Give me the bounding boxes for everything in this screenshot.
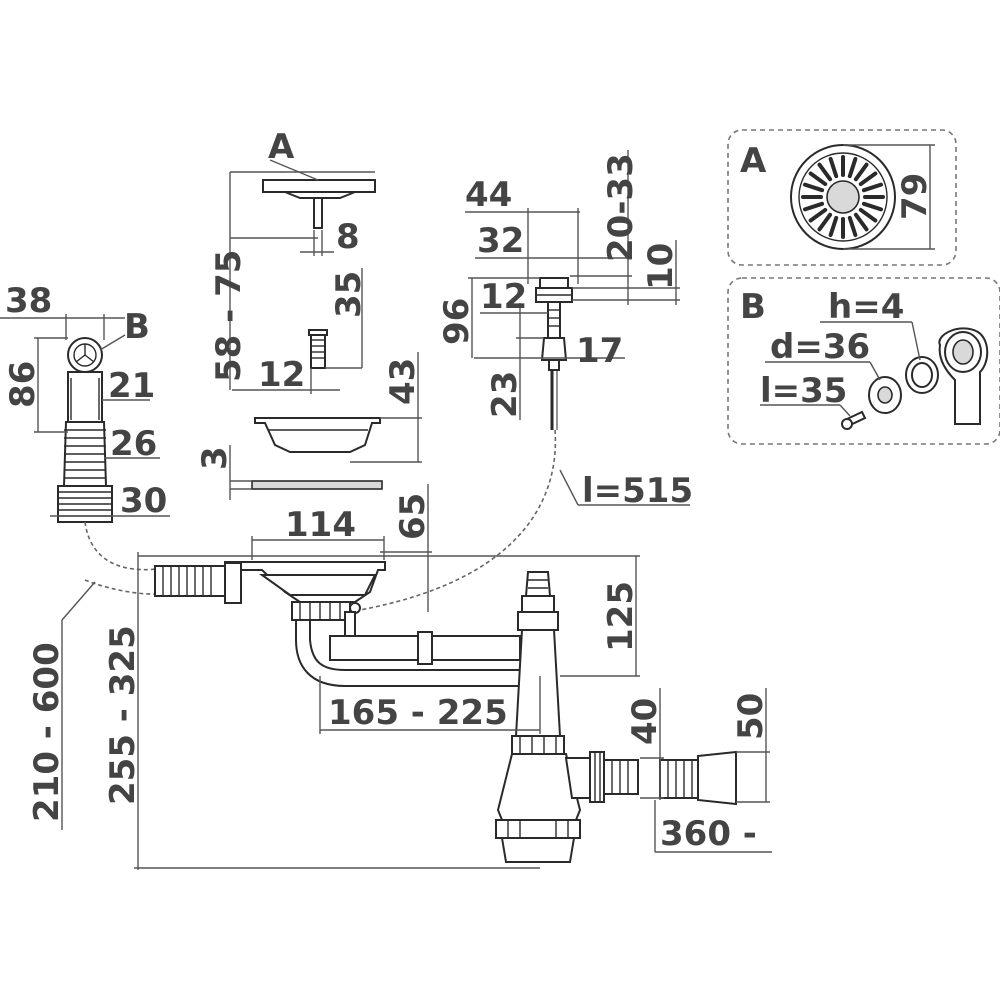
strainer-slot bbox=[802, 182, 825, 193]
dim-58-75-label: 58 - 75 bbox=[209, 250, 249, 382]
dim-50-label: 50 bbox=[731, 693, 771, 740]
dim-35-label: 35 bbox=[329, 271, 369, 318]
elbow-pipe bbox=[295, 619, 521, 687]
strainer-slot bbox=[808, 171, 828, 187]
strainer-slot bbox=[861, 182, 884, 193]
dim-32-label: 32 bbox=[477, 221, 524, 261]
strainer-slot bbox=[802, 201, 825, 212]
dim-8-label: 8 bbox=[336, 217, 360, 257]
label-b-leader bbox=[99, 334, 126, 351]
gasket bbox=[251, 480, 383, 490]
dim-20-33-label: 20-33 bbox=[601, 153, 641, 262]
overflow-hose bbox=[84, 521, 166, 571]
detail-b-l: l=35 bbox=[760, 371, 847, 411]
siphon-riser bbox=[511, 571, 565, 755]
strainer-slot bbox=[817, 212, 833, 232]
dim-44 bbox=[465, 208, 580, 284]
dim-17 bbox=[474, 338, 625, 420]
outlet-pipe bbox=[659, 750, 737, 806]
dim-38-label: 38 bbox=[5, 281, 52, 321]
dim-255-325 bbox=[134, 552, 540, 870]
detail-b-title: B bbox=[740, 287, 766, 327]
label-a: A bbox=[268, 127, 295, 167]
dim-12-screw-label: 12 bbox=[258, 355, 305, 395]
overflow-fitting bbox=[67, 337, 103, 423]
dim-50 bbox=[736, 688, 770, 803]
dim-165-225 bbox=[319, 676, 541, 734]
strainer-slot bbox=[828, 156, 839, 179]
dim-210-600-label: 210 - 600 bbox=[27, 642, 67, 822]
detail-a-dim-79: 79 bbox=[895, 173, 935, 220]
dim-17-label: 17 bbox=[576, 331, 623, 371]
dim-35 bbox=[325, 268, 363, 369]
strainer-slot bbox=[817, 162, 833, 182]
dim-10 bbox=[572, 240, 680, 305]
dim-3 bbox=[229, 445, 252, 500]
bottle-trap bbox=[495, 751, 639, 863]
strainer-slot bbox=[858, 207, 878, 223]
dim-12-screw bbox=[232, 368, 340, 394]
overflow-corrugated bbox=[57, 421, 113, 523]
dim-86 bbox=[34, 337, 68, 433]
dim-58-75 bbox=[229, 172, 318, 390]
screw bbox=[308, 329, 328, 369]
dim-40 bbox=[640, 688, 664, 800]
dim-125 bbox=[138, 555, 640, 677]
control-cable bbox=[359, 429, 557, 611]
strainer-slot bbox=[847, 156, 858, 179]
dim-43-label: 43 bbox=[383, 358, 423, 405]
label-b: B bbox=[124, 307, 150, 347]
strainer-slot bbox=[828, 215, 839, 238]
detail-b-d: d=36 bbox=[770, 327, 870, 367]
dim-210-600 bbox=[61, 581, 96, 830]
dim-40-label: 40 bbox=[625, 698, 665, 745]
dim-65 bbox=[380, 484, 432, 612]
detail-a-panel bbox=[727, 129, 957, 266]
dim-30-label: 30 bbox=[120, 481, 167, 521]
dim-10-label: 10 bbox=[641, 243, 681, 290]
dim-360 bbox=[654, 800, 772, 853]
dim-l515-label: l=515 bbox=[582, 471, 693, 511]
dim-96 bbox=[468, 277, 540, 358]
dim-20-33 bbox=[570, 150, 632, 305]
strainer-slot bbox=[858, 171, 878, 187]
overflow-hose-lower bbox=[84, 579, 161, 595]
dim-12-handle bbox=[480, 303, 548, 338]
drain-body bbox=[224, 561, 386, 637]
detail-b-panel bbox=[727, 277, 1000, 445]
dim-165-225-label: 165 - 225 bbox=[328, 693, 508, 733]
detail-a-title: A bbox=[740, 141, 767, 181]
dim-12-handle-label: 12 bbox=[480, 277, 527, 317]
dim-21-label: 21 bbox=[108, 366, 155, 406]
dim-3-label: 3 bbox=[195, 446, 235, 470]
dim-l515 bbox=[559, 469, 690, 506]
strainer-plug bbox=[230, 159, 376, 229]
dim-125-label: 125 bbox=[601, 581, 641, 652]
dim-23-label: 23 bbox=[485, 371, 525, 418]
dim-38 bbox=[0, 314, 125, 340]
strainer-slot bbox=[853, 162, 869, 182]
dim-96-label: 96 bbox=[437, 298, 477, 345]
dim-114-label: 114 bbox=[285, 505, 356, 545]
dim-44-label: 44 bbox=[465, 175, 512, 215]
basket bbox=[254, 417, 381, 453]
detail-a-slots bbox=[801, 155, 885, 239]
dim-43 bbox=[350, 352, 422, 463]
remote-handle bbox=[535, 277, 573, 430]
dim-360-label: 360 - bbox=[660, 814, 757, 854]
overflow-connector bbox=[154, 562, 242, 604]
detail-b-h: h=4 bbox=[828, 287, 904, 327]
dim-8 bbox=[300, 230, 334, 256]
dim-26-label: 26 bbox=[110, 424, 157, 464]
dim-255-325-label: 255 - 325 bbox=[103, 625, 143, 805]
strainer-slot bbox=[853, 212, 869, 232]
dim-86-label: 86 bbox=[3, 361, 43, 408]
strainer-slot bbox=[861, 201, 884, 212]
strainer-slot bbox=[808, 207, 828, 223]
dim-65-label: 65 bbox=[393, 493, 433, 540]
strainer-slot bbox=[847, 215, 858, 238]
